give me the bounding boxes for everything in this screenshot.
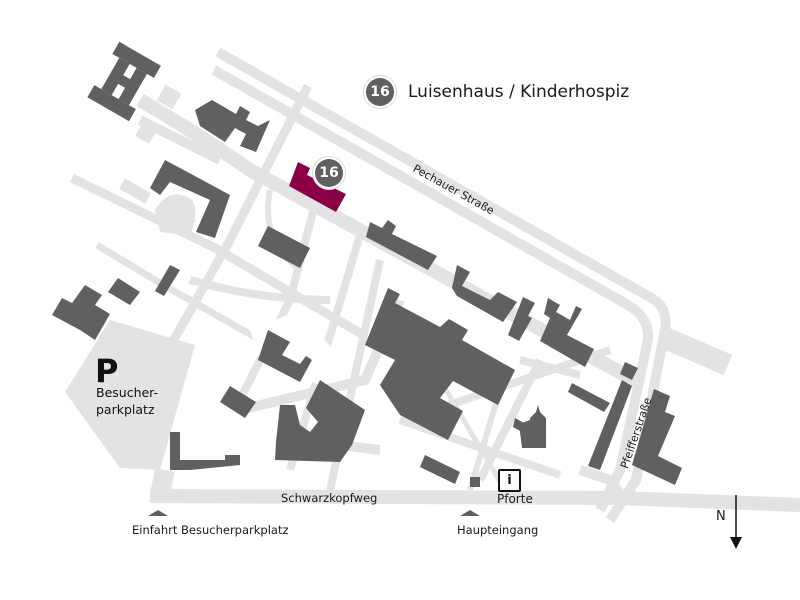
legend-number-badge: 16 [366, 78, 394, 106]
parking-entrance-label: Einfahrt Besucherparkplatz [132, 523, 289, 537]
buildings [52, 41, 682, 487]
main-entrance-triangle [460, 510, 480, 516]
building-h [87, 41, 161, 122]
legend-label: Luisenhaus / Kinderhospiz [408, 82, 630, 102]
main-entrance-label: Haupteingang [457, 523, 539, 537]
parking-symbol: P [95, 352, 119, 390]
map-legend: 16 Luisenhaus / Kinderhospiz [366, 78, 629, 106]
parking-label-line2: parkplatz [96, 402, 155, 417]
parking-label-line1: Besucher- [96, 385, 159, 400]
highlighted-building-16[interactable] [289, 162, 346, 212]
info-icon[interactable]: i [498, 469, 521, 492]
compass-label: N [716, 509, 726, 524]
roads [70, 47, 800, 523]
parking-label: Besucher- parkplatz [96, 384, 158, 418]
parking-entrance-triangle [148, 510, 168, 516]
north-arrow-icon [730, 495, 742, 549]
street-label-schwarzkopf: Schwarzkopfweg [281, 491, 378, 505]
pforte-label: Pforte [497, 492, 533, 506]
building-16-marker[interactable]: 16 [315, 159, 343, 187]
